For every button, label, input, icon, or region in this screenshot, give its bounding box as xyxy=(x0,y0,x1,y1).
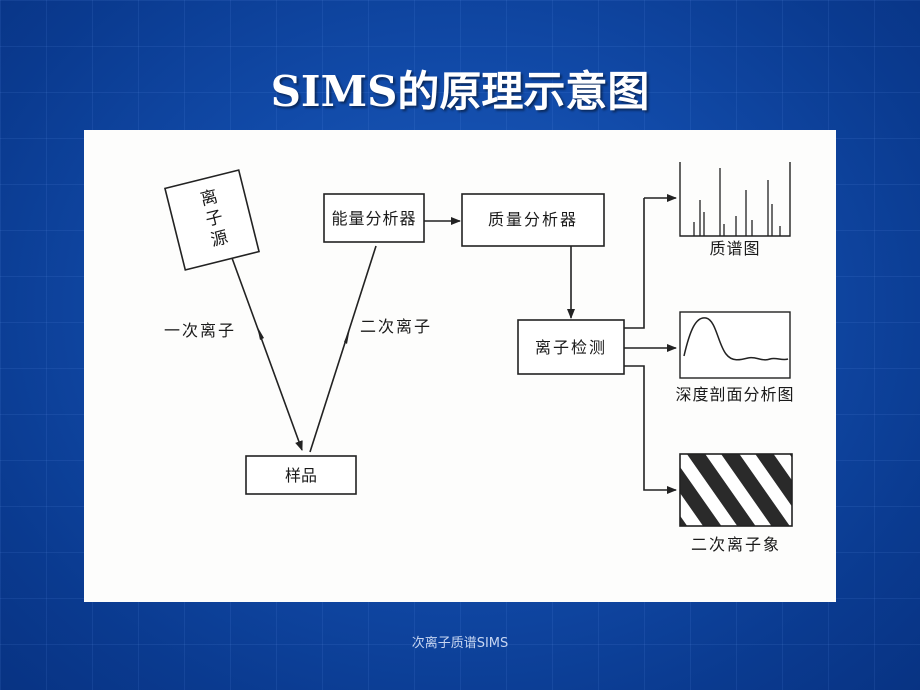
primary-ion-arrowhead xyxy=(257,326,264,340)
energy-analyzer-label: 能量分析器 xyxy=(331,209,416,228)
secondary-ion-arrowhead xyxy=(344,328,350,344)
secondary-ion-image-label: 二次离子象 xyxy=(691,535,781,554)
primary-ion-label: 一次离子 xyxy=(164,321,236,340)
ion-detector-box xyxy=(517,319,625,375)
secondary-ion-image xyxy=(679,453,793,527)
sample-box xyxy=(245,455,357,495)
mass-analyzer-label: 质量分析器 xyxy=(488,210,578,229)
mass-spectrum-plot xyxy=(679,162,791,237)
secondary-ion-label: 二次离子 xyxy=(360,317,432,336)
mass-analyzer-box xyxy=(461,193,605,247)
branch-trunk xyxy=(624,198,645,329)
ion-source-box: 离子源 xyxy=(163,169,261,271)
branch-down xyxy=(624,365,677,494)
diagram-panel: 离子源 一次离子 二次离子 样品 能量分析器 质量分析器 离子检测 xyxy=(84,130,836,602)
slide-title: SIMS的原理示意图 xyxy=(270,67,650,116)
depth-profile-plot xyxy=(679,311,791,379)
energy-analyzer-box xyxy=(323,193,425,243)
slide-footer: 次离子质谱SIMS xyxy=(411,636,509,651)
secondary-ion-line xyxy=(309,245,377,453)
sims-diagram: 离子源 一次离子 二次离子 样品 能量分析器 质量分析器 离子检测 xyxy=(163,162,794,554)
primary-ion-line xyxy=(231,257,303,451)
mass-spectrum-label: 质谱图 xyxy=(709,239,760,258)
sample-label: 样品 xyxy=(285,466,317,485)
depth-profile-label: 深度剖面分析图 xyxy=(675,385,794,404)
ion-detector-label: 离子检测 xyxy=(535,338,607,357)
